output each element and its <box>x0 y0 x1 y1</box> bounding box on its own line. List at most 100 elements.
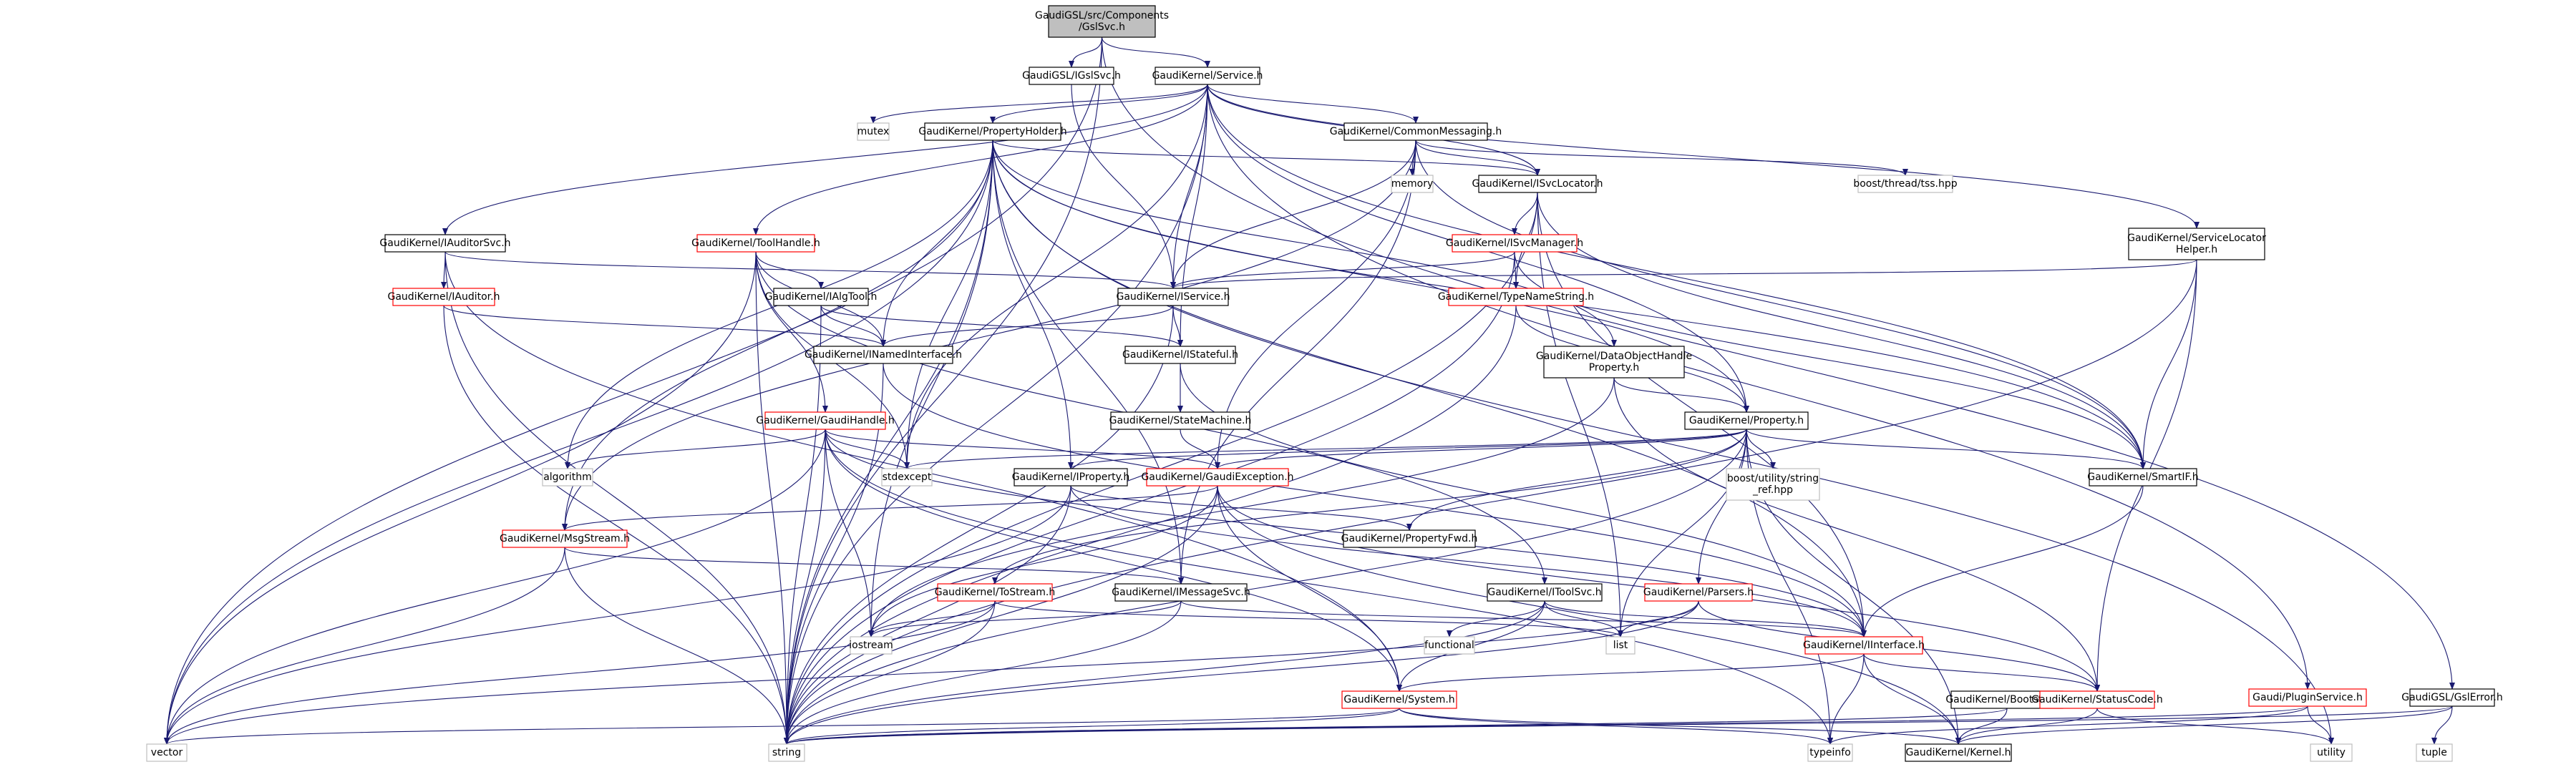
node-box-mutex[interactable] <box>857 122 890 141</box>
node-gaudihandle[interactable]: GaudiKernel/GaudiHandle.h <box>756 411 895 430</box>
node-list[interactable]: list <box>1605 636 1635 655</box>
node-memory[interactable]: memory <box>1391 175 1434 193</box>
node-box-iservice[interactable] <box>1117 288 1229 306</box>
node-box-igslsvc[interactable] <box>1029 67 1114 85</box>
node-root[interactable]: GaudiGSL/src/Components/GslSvc.h <box>1035 5 1169 38</box>
node-box-pluginservice[interactable] <box>2248 688 2367 707</box>
node-box-toolhandle[interactable] <box>696 234 815 253</box>
node-box-isvcmanager[interactable] <box>1452 234 1578 253</box>
node-box-isvclocator[interactable] <box>1478 175 1597 193</box>
node-gaudiexception[interactable]: GaudiKernel/GaudiException.h <box>1141 468 1294 487</box>
node-box-typeinfo[interactable] <box>1807 743 1853 762</box>
node-box-kernel[interactable] <box>1905 743 2012 762</box>
node-box-root[interactable] <box>1048 5 1156 38</box>
node-iservice[interactable]: GaudiKernel/IService.h <box>1117 288 1230 306</box>
node-system[interactable]: GaudiKernel/System.h <box>1341 690 1457 709</box>
node-kernel[interactable]: GaudiKernel/Kernel.h <box>1905 743 2012 762</box>
node-box-service[interactable] <box>1155 67 1260 85</box>
node-box-memory[interactable] <box>1391 175 1434 193</box>
node-box-iauditorsvc[interactable] <box>384 234 506 253</box>
node-iauditor[interactable]: GaudiKernel/IAuditor.h <box>388 288 500 306</box>
node-utility[interactable]: utility <box>2310 743 2353 762</box>
node-typeinfo[interactable]: typeinfo <box>1807 743 1853 762</box>
node-box-smartif[interactable] <box>2089 468 2197 487</box>
node-box-utility[interactable] <box>2310 743 2353 762</box>
node-box-tuple[interactable] <box>2416 743 2453 762</box>
node-box-itoolsvc[interactable] <box>1487 583 1603 602</box>
node-propholder[interactable]: GaudiKernel/PropertyHolder.h <box>918 122 1067 141</box>
node-box-threadtss[interactable] <box>1857 175 1953 193</box>
node-functional[interactable]: functional <box>1424 636 1475 655</box>
node-threadtss[interactable]: boost/thread/tss.hpp <box>1853 175 1958 193</box>
node-box-ialgtool[interactable] <box>773 288 869 306</box>
node-box-iproperty[interactable] <box>1014 468 1128 487</box>
node-statemachine[interactable]: GaudiKernel/StateMachine.h <box>1109 411 1252 430</box>
node-label-statemachine: GaudiKernel/StateMachine.h <box>1109 415 1252 426</box>
node-service[interactable]: GaudiKernel/Service.h <box>1152 67 1263 85</box>
node-box-iinterface[interactable] <box>1804 636 1923 655</box>
node-box-typenamestring[interactable] <box>1448 288 1584 306</box>
node-typenamestring[interactable]: GaudiKernel/TypeNameString.h <box>1438 288 1594 306</box>
node-box-statuscode[interactable] <box>2039 690 2155 709</box>
node-box-stringref[interactable] <box>1726 468 1820 501</box>
node-ialgtool[interactable]: GaudiKernel/IAlgTool.h <box>765 288 878 306</box>
node-box-servicelocator[interactable] <box>2128 228 2265 260</box>
edge-commonmsg-to-isvclocator <box>1415 140 1540 176</box>
node-box-iostream[interactable] <box>850 636 893 655</box>
node-isvclocator[interactable]: GaudiKernel/ISvcLocator.h <box>1472 175 1603 193</box>
node-statuscode[interactable]: GaudiKernel/StatusCode.h <box>2031 690 2163 709</box>
node-tostream[interactable]: GaudiKernel/ToStream.h <box>935 583 1056 602</box>
node-box-gaudiexception[interactable] <box>1146 468 1289 487</box>
node-box-statemachine[interactable] <box>1110 411 1250 430</box>
node-property[interactable]: GaudiKernel/Property.h <box>1684 411 1809 430</box>
node-box-commonmsg[interactable] <box>1343 122 1488 141</box>
node-box-functional[interactable] <box>1424 636 1475 655</box>
node-toolhandle[interactable]: GaudiKernel/ToolHandle.h <box>691 234 820 253</box>
node-box-property[interactable] <box>1684 411 1809 430</box>
node-tuple[interactable]: tuple <box>2416 743 2453 762</box>
node-box-stdexcept[interactable] <box>881 468 933 487</box>
node-iinterface[interactable]: GaudiKernel/IInterface.h <box>1803 636 1925 655</box>
node-box-inamedinterface[interactable] <box>813 346 953 364</box>
node-istateful[interactable]: GaudiKernel/IStateful.h <box>1122 346 1238 364</box>
node-box-istateful[interactable] <box>1124 346 1236 364</box>
node-stringref[interactable]: boost/utility/string_ref.hpp <box>1726 468 1820 501</box>
node-box-propholder[interactable] <box>924 122 1061 141</box>
node-stdexcept[interactable]: stdexcept <box>881 468 933 487</box>
node-imessagesvc[interactable]: GaudiKernel/IMessageSvc.h <box>1112 583 1250 602</box>
node-box-parsers[interactable] <box>1644 583 1753 602</box>
node-vector[interactable]: vector <box>146 743 188 762</box>
node-smartif[interactable]: GaudiKernel/SmartIF.h <box>2087 468 2199 487</box>
node-iostream[interactable]: iostream <box>849 636 893 655</box>
node-box-gaudihandle[interactable] <box>764 411 886 430</box>
node-inamedinterface[interactable]: GaudiKernel/INamedInterface.h <box>805 346 962 364</box>
node-igslsvc[interactable]: GaudiGSL/IGslSvc.h <box>1022 67 1121 85</box>
node-algorithm[interactable]: algorithm <box>542 468 593 487</box>
node-box-tostream[interactable] <box>937 583 1053 602</box>
node-itoolsvc[interactable]: GaudiKernel/IToolSvc.h <box>1487 583 1603 602</box>
node-parsers[interactable]: GaudiKernel/Parsers.h <box>1643 583 1754 602</box>
node-box-imessagesvc[interactable] <box>1114 583 1248 602</box>
node-box-vector[interactable] <box>146 743 188 762</box>
node-propertyfwd[interactable]: GaudiKernel/PropertyFwd.h <box>1341 529 1478 548</box>
node-msgstream[interactable]: GaudiKernel/MsgStream.h <box>500 529 630 548</box>
node-gslerror[interactable]: GaudiGSL/GslError.h <box>2401 688 2503 707</box>
node-box-iauditor[interactable] <box>392 288 495 306</box>
node-box-algorithm[interactable] <box>542 468 593 487</box>
node-string[interactable]: string <box>768 743 805 762</box>
node-isvcmanager[interactable]: GaudiKernel/ISvcManager.h <box>1446 234 1583 253</box>
node-box-list[interactable] <box>1605 636 1635 655</box>
node-box-gslerror[interactable] <box>2409 688 2495 707</box>
node-box-msgstream[interactable] <box>502 529 628 548</box>
node-commonmsg[interactable]: GaudiKernel/CommonMessaging.h <box>1330 122 1502 141</box>
node-box-propertyfwd[interactable] <box>1343 529 1476 548</box>
node-box-dataobjhandle[interactable] <box>1543 346 1685 378</box>
node-box-system[interactable] <box>1341 690 1457 709</box>
node-box-string[interactable] <box>768 743 805 762</box>
node-iproperty[interactable]: GaudiKernel/IProperty.h <box>1012 468 1129 487</box>
node-iauditorsvc[interactable]: GaudiKernel/IAuditorSvc.h <box>379 234 511 253</box>
node-mutex[interactable]: mutex <box>857 122 890 141</box>
node-pluginservice[interactable]: Gaudi/PluginService.h <box>2248 688 2367 707</box>
